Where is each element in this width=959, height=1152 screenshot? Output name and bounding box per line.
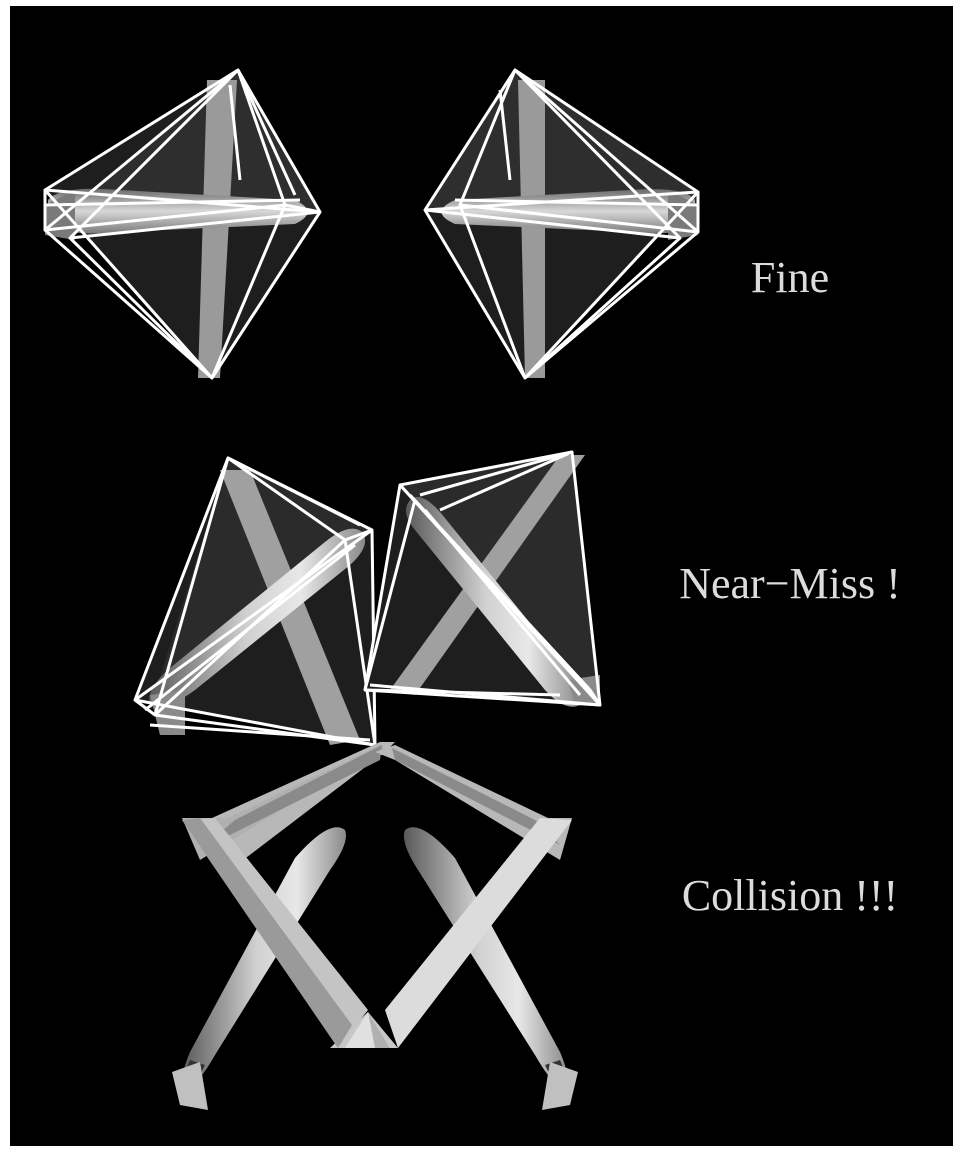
label-collision: Collision !!!	[682, 871, 898, 920]
label-near-miss: Near−Miss !	[679, 559, 901, 608]
label-fine: Fine	[751, 253, 829, 302]
near-miss-aircraft-right	[365, 452, 600, 707]
